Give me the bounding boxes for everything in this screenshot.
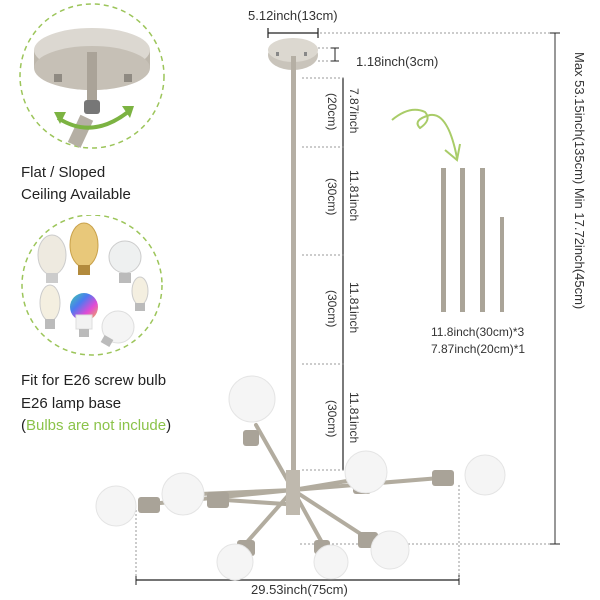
rods-caption-line1: 11.8inch(30cm)*3 — [431, 325, 525, 339]
rod-seg-4-cm: (30cm) — [325, 400, 339, 438]
ceiling-feature: Flat / Sloped Ceiling Available — [0, 0, 200, 210]
rod-segment-dimension-line — [302, 77, 346, 471]
bulbs-feature: Fit for E26 screw bulb E26 lamp base (Bu… — [0, 215, 220, 440]
bulbs-not-included-note: (Bulbs are not include) — [21, 415, 171, 436]
overall-width-dimension-line — [135, 485, 460, 585]
sockets — [138, 430, 454, 556]
total-height-dimension-line — [300, 32, 560, 545]
rod-seg-3-cm: (30cm) — [325, 290, 339, 328]
note-open-paren: ( — [21, 417, 26, 434]
total-height-label: Max 53.15inch(135cm) Min 17.72inch(45cm) — [572, 52, 587, 310]
canopy — [268, 38, 318, 70]
ceiling-feature-line1: Flat / Sloped — [21, 164, 106, 181]
extension-rods — [441, 168, 504, 312]
rod-seg-3-inch: 11.81inch — [347, 282, 361, 334]
chandelier-arms — [138, 423, 442, 552]
bulbs-feature-line1: Fit for E26 screw bulb — [21, 372, 167, 389]
rod-seg-1-inch: 7.87inch — [347, 88, 361, 134]
canopy-width-label: 5.12inch(13cm) — [248, 8, 338, 23]
rod-seg-2-cm: (30cm) — [325, 178, 339, 216]
rods-caption-line2: 7.87inch(20cm)*1 — [431, 342, 526, 356]
rod-seg-1-cm: (20cm) — [325, 93, 339, 131]
note-text: Bulbs are not include — [26, 417, 167, 434]
assorted-bulbs-icon — [21, 215, 163, 356]
ceiling-canopy-swivel-icon — [19, 3, 165, 149]
downrod — [291, 56, 296, 476]
rod-seg-2-inch: 11.81inch — [347, 170, 361, 222]
center-hub — [286, 470, 300, 515]
rod-seg-4-inch: 11.81inch — [347, 392, 361, 444]
overall-width-label: 29.53inch(75cm) — [251, 582, 348, 597]
ceiling-feature-line2: Ceiling Available — [21, 186, 131, 203]
canopy-height-dimension-line — [318, 47, 339, 62]
canopy-width-dimension-line — [267, 28, 560, 38]
bulbs-feature-line2: E26 lamp base — [21, 395, 122, 412]
curly-arrow-icon — [391, 108, 461, 162]
canopy-height-label: 1.18inch(3cm) — [356, 54, 439, 69]
note-close-paren: ) — [166, 417, 172, 434]
